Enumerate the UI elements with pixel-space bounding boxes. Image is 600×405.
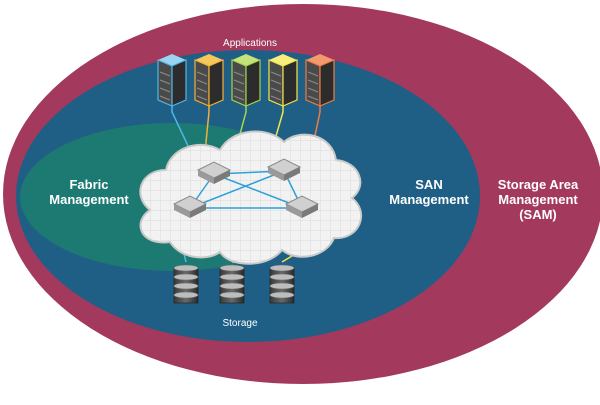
sam-label-line-2: Management	[498, 191, 578, 207]
san-label-line-2: Management	[389, 191, 469, 207]
storage-3-icon	[269, 264, 295, 304]
storage-2-icon	[219, 264, 245, 304]
san-label-line-1: SAN	[415, 177, 443, 192]
switch-3	[172, 195, 208, 218]
san-management-label: SAN Management	[374, 177, 484, 208]
storage-arrays	[173, 264, 295, 304]
sam-label: Storage Area Management (SAM)	[482, 177, 594, 223]
server-2-icon	[194, 54, 224, 107]
fabric-label-line-1: Fabric	[69, 177, 109, 192]
sam-label-line-3: (SAM)	[519, 206, 557, 222]
switch-2	[266, 158, 302, 181]
server-4-icon	[268, 54, 298, 107]
switch-1	[196, 161, 232, 184]
storage-label: Storage	[222, 318, 258, 329]
fabric-label-line-2: Management	[49, 191, 129, 207]
fabric-cloud	[139, 130, 363, 265]
server-5-icon	[305, 54, 335, 107]
fabric-management-label: Fabric Management	[30, 177, 148, 208]
server-3-icon	[231, 54, 261, 107]
application-servers	[157, 54, 335, 107]
switch-4	[284, 195, 320, 218]
applications-label: Applications	[223, 38, 277, 49]
storage-1-icon	[173, 264, 199, 304]
sam-label-line-1: Storage Area	[497, 177, 579, 192]
server-1-icon	[157, 54, 187, 107]
